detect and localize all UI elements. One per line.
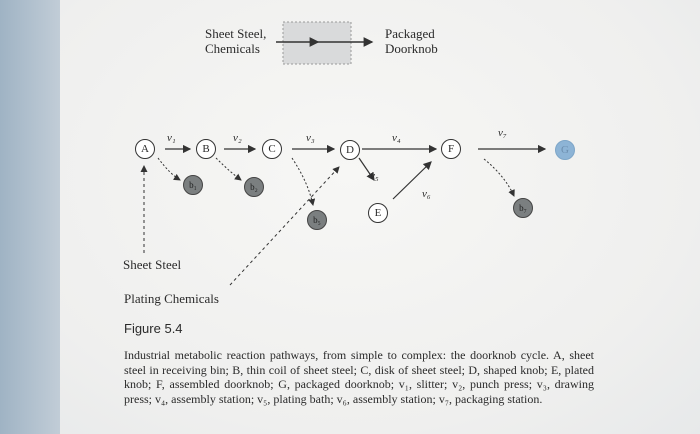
flow-label-v2: v₂ — [233, 132, 242, 144]
plating-chemicals-label: Plating Chemicals — [124, 291, 219, 306]
black-box-process — [282, 21, 352, 65]
node-f: F — [441, 139, 461, 159]
flow-label-v1: v₁ — [167, 132, 176, 144]
waste-bin-b5: b₅ — [307, 210, 327, 230]
node-g: G — [555, 140, 575, 160]
figure-caption: Industrial metabolic reaction pathways, … — [124, 348, 594, 406]
flow-label-v3: v₃ — [306, 132, 315, 144]
node-e: E — [368, 203, 388, 223]
plating-chemicals-input-arrow — [229, 166, 340, 286]
node-a: A — [135, 139, 155, 159]
node-b: B — [196, 139, 216, 159]
waste-bin-b7: b₇ — [513, 198, 533, 218]
flow-label-v7: v₇ — [498, 127, 507, 139]
flow-arrow-v6 — [392, 161, 432, 200]
flow-label-v6: v₆ — [422, 188, 431, 200]
waste-arrow-b5 — [291, 157, 316, 206]
flow-arrow-v5 — [358, 157, 375, 181]
waste-arrow-b1 — [157, 157, 181, 181]
legend-output-label: Packaged Doorknob — [385, 26, 438, 56]
waste-bin-b2: b₂ — [244, 177, 264, 197]
waste-bin-b1: b₁ — [183, 175, 203, 195]
flow-label-v4: v₄ — [392, 132, 401, 144]
waste-arrow-b7 — [483, 158, 515, 197]
waste-arrow-b2 — [215, 157, 242, 181]
legend-input-label: Sheet Steel, Chemicals — [205, 26, 267, 56]
sheet-steel-label: Sheet Steel — [123, 257, 182, 272]
flow-label-v5: v₅ — [370, 170, 379, 182]
figure-title: Figure 5.4 — [124, 321, 183, 336]
node-c: C — [262, 139, 282, 159]
node-d: D — [340, 140, 360, 160]
